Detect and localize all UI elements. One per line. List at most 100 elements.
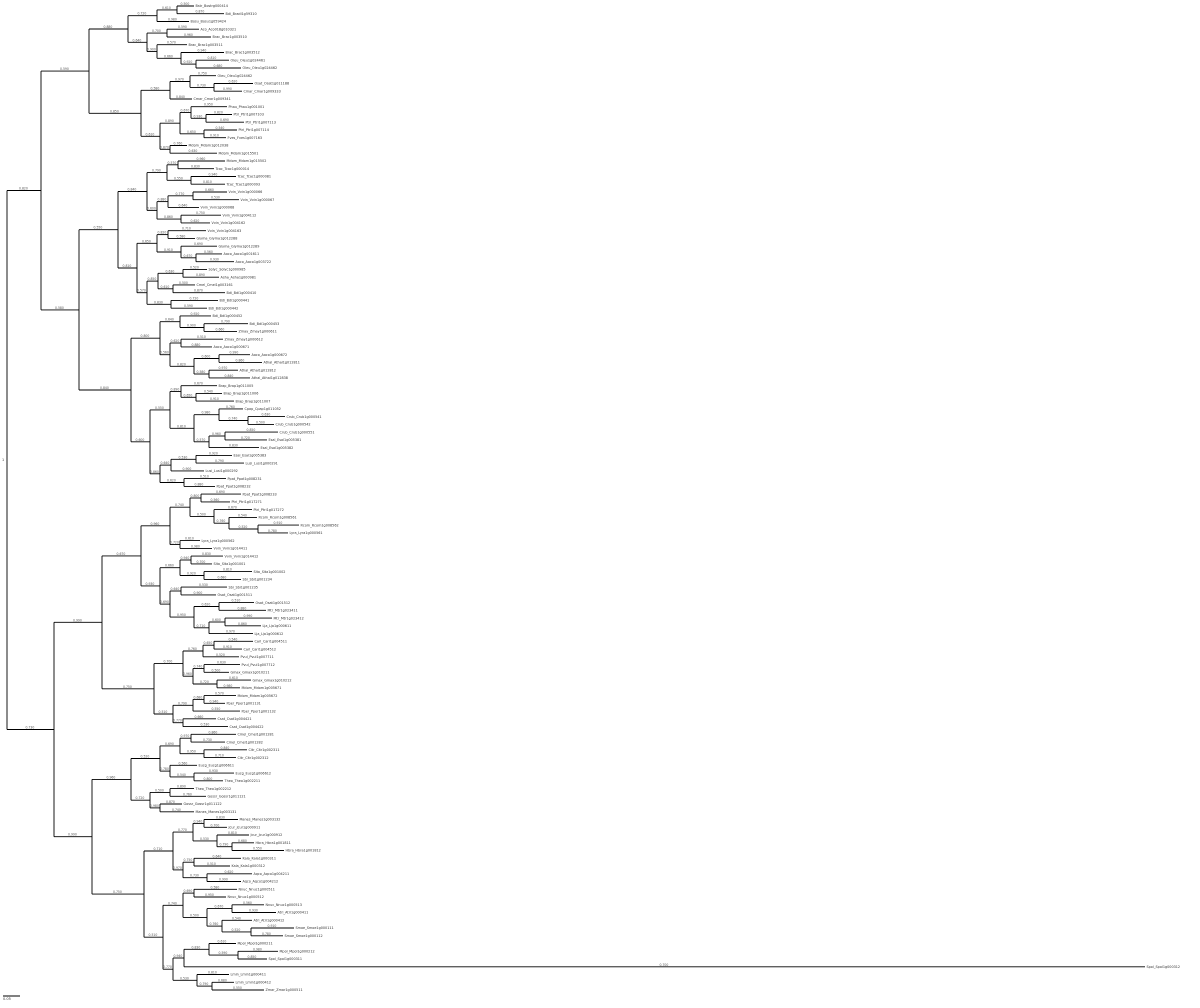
tip-label: Fves_Fves1g007163 — [228, 136, 263, 140]
tip-label: Glyma_Glyma1g012289 — [219, 244, 260, 248]
tip-label: Crub_Crub1g000541 — [287, 415, 322, 419]
tip-label: Vvin_Vvin1g014412 — [225, 554, 259, 558]
branch-support-label: 0.810 — [228, 831, 237, 835]
tip-label: Gossr_Gossr1g011122 — [184, 802, 222, 806]
tip-label: Athal_Athal1g012811 — [264, 361, 300, 365]
branch-support-label: 0.790 — [215, 459, 224, 463]
branch-support-label: 0.530 — [179, 455, 188, 459]
branch-support-label: 0.580 — [211, 885, 220, 889]
branch-support-label: 0.930 — [194, 114, 203, 118]
tip-label: Gossr_Gossr1g011121 — [208, 795, 246, 799]
tip-label: Nnuc_Nnuc1g000512 — [228, 895, 264, 899]
branch-support-label: 0.700 — [660, 963, 669, 967]
tip-label: Kala_Kala1g000312 — [232, 864, 265, 868]
branch-support-label: 0.540 — [238, 513, 247, 517]
branch-support-label: 0.670 — [184, 254, 193, 258]
branch-support-label: 0.660 — [205, 188, 214, 192]
branch-support-label: 0.680 — [238, 839, 247, 843]
branch-support-label: 0.990 — [230, 351, 239, 355]
branch-support-label: 0.590 — [178, 25, 187, 29]
branch-support-label: 0.740 — [172, 808, 181, 812]
branch-support-label: 0.860 — [209, 730, 218, 734]
branch-support-label: 0.540 — [216, 126, 225, 130]
branch-support-label: 0.510 — [232, 599, 241, 603]
tip-label: Brap_Brap1g011007 — [236, 399, 271, 403]
branch-support-label: 0.570 — [167, 41, 176, 45]
branch-support-label: 0.940 — [194, 819, 203, 823]
branch-support-label: 0.710 — [197, 624, 206, 628]
tip-label: Vvin_Vvin1g000068 — [201, 206, 235, 210]
branch-support-label: 0.640 — [171, 587, 180, 591]
tip-label: Brap_Brap1g011005 — [219, 384, 254, 388]
branch-support-label: 0.670 — [194, 382, 203, 386]
tip-label: Vvin_Vvin1g014411 — [214, 547, 248, 551]
tip-label: Tcac_Tcac1g000014 — [215, 167, 250, 171]
branch-support-label: 0.700 — [211, 823, 220, 827]
branch-support-label: 0.510 — [207, 862, 216, 866]
branch-support-label: 0.880 — [238, 606, 247, 610]
branch-support-label: 0.690 — [160, 600, 169, 604]
branch-support-label: 0.620 — [202, 603, 211, 607]
branch-support-label: 0.730 — [203, 738, 212, 742]
tip-label: Mtr_Mtr1g023411 — [268, 609, 298, 613]
tip-label: Sbi_Sbi1g001235 — [229, 585, 258, 589]
tip-label: Sita_Sita1g001002 — [254, 570, 286, 574]
tip-label: Bdi_Bdi1g000453 — [250, 322, 280, 326]
branch-support-label: 0.570 — [215, 692, 224, 696]
branch-support-label: 0.620 — [191, 219, 200, 223]
branch-support-label: 0.760 — [188, 647, 197, 651]
tip-label: Bstr_Bostrg000414 — [196, 4, 228, 8]
branch-support-label: 0.700 — [164, 660, 173, 664]
branch-support-label: 0.550 — [233, 986, 242, 990]
branch-support-label: 0.520 — [190, 265, 199, 269]
branch-support-label: 0.720 — [170, 541, 179, 545]
branch-support-label: 0.660 — [195, 715, 204, 719]
tip-label: Bdi_Bdi1g000410 — [227, 291, 257, 295]
branch-support-label: 0.780 — [160, 767, 169, 771]
branch-support-label: 0.640 — [161, 461, 170, 465]
branch-support-label: 0.630 — [189, 149, 198, 153]
branch-support-label: 0.770 — [173, 719, 182, 723]
branch-support-label: 0.630 — [166, 269, 175, 273]
branch-support-label: 0.690 — [184, 889, 193, 893]
tip-label: Zmay_Zmay1g000612 — [225, 337, 263, 341]
tip-label: Mdom_Mdom1g015502 — [227, 159, 267, 163]
branch-support-label: 0.810 — [123, 264, 132, 268]
branch-support-label: 0.510 — [197, 335, 206, 339]
tip-label: Ppat_Ppat1g008233 — [243, 492, 277, 496]
scale-bar-label: 0.05 — [3, 997, 11, 1001]
tip-label: Cmar_Cmar1g009333 — [244, 89, 281, 93]
tip-label: Lja_Lja1g000611 — [263, 624, 292, 628]
tip-label: Esal_Esal1g005381 — [269, 438, 302, 442]
branch-support-label: 0.910 — [210, 397, 219, 401]
tip-label: Kala_Kala1g000311 — [243, 857, 276, 861]
branch-support-label: 0.540 — [229, 637, 238, 641]
branch-support-label: 0.890 — [177, 785, 186, 789]
branch-support-label: 0.590 — [184, 304, 193, 308]
tip-label: Jcur_Jcur1g000912 — [250, 833, 283, 837]
branch-support-label: 0.530 — [180, 976, 189, 980]
tip-label: Spol_Spol1g000311 — [269, 957, 303, 961]
tip-label: Pper_Pper1g001132 — [242, 709, 276, 713]
branch-support-label: 0.820 — [158, 231, 167, 235]
tip-label: Theo_Theo1g002212 — [195, 787, 232, 791]
branch-support-label: 0.800 — [141, 334, 150, 338]
tip-label: Ptri_Ptri1g017271 — [232, 500, 262, 504]
branch-support-label: 0.620 — [229, 80, 238, 84]
tip-label: Oleu_Oleu1g024462 — [243, 66, 278, 70]
branch-support-label: 0.880 — [195, 482, 204, 486]
branch-support-label: 0.750 — [184, 858, 193, 862]
tip-label: Oleu_Oleu1g024461 — [231, 58, 266, 62]
branch-support-label: 0.990 — [244, 614, 253, 618]
branch-support-label: 0.680 — [214, 64, 223, 68]
branch-support-label: 0.520 — [232, 928, 241, 932]
branch-support-label: 0.780 — [268, 529, 277, 533]
branch-support-label: 0.940 — [198, 49, 207, 53]
branch-support-label: 0.700 — [152, 29, 161, 33]
tip-label: Cmel_Cmel1g001281 — [238, 733, 274, 737]
branch-support-label: 0.550 — [212, 707, 221, 711]
branch-support-label: 0.670 — [215, 905, 224, 909]
tip-label: Aaco_Aaco1g000672 — [252, 353, 288, 357]
branch-support-label: 0.720 — [241, 436, 250, 440]
branch-support-label: 0.540 — [232, 916, 241, 920]
